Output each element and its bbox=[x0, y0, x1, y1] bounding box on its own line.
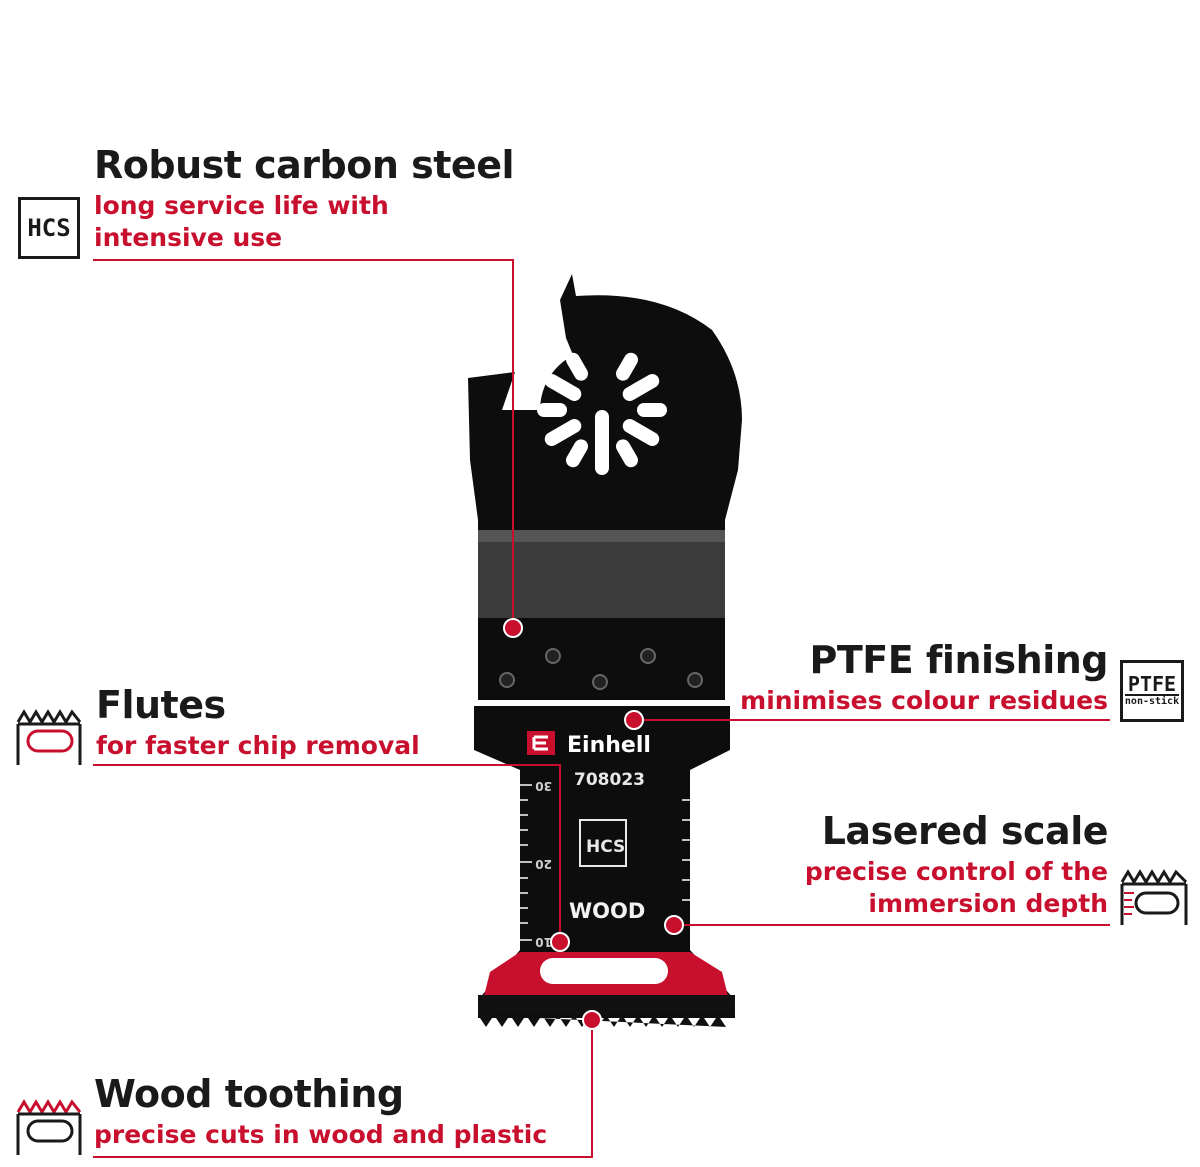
flute-symbol-icon bbox=[16, 709, 82, 765]
scale-title: Lasered scale bbox=[821, 809, 1109, 853]
flutes-title: Flutes bbox=[96, 683, 226, 727]
article-number: 708023 bbox=[574, 770, 645, 790]
callout-lines bbox=[93, 259, 1110, 1158]
saw-teeth bbox=[478, 1015, 727, 1027]
rivet-row bbox=[499, 648, 703, 690]
lasered-scale-ticks bbox=[520, 784, 690, 941]
blade-application: WOOD bbox=[569, 899, 645, 923]
flutes-subtitle: for faster chip removal bbox=[96, 731, 420, 760]
scale-line1: precise control of the bbox=[804, 857, 1108, 886]
blade-shaft bbox=[474, 706, 735, 1018]
callout-dots bbox=[503, 618, 684, 1030]
blade-gloss-band bbox=[478, 530, 725, 618]
scale-line2: immersion depth bbox=[868, 889, 1108, 918]
blade-hcs-box bbox=[579, 819, 627, 867]
toothing-title: Wood toothing bbox=[94, 1072, 404, 1116]
ptfe-title: PTFE finishing bbox=[809, 638, 1108, 682]
toothing-subtitle: precise cuts in wood and plastic bbox=[94, 1120, 548, 1149]
scale-mark-30: 30 bbox=[535, 779, 552, 793]
scale-symbol-icon bbox=[1120, 869, 1188, 925]
ptfe-subtitle: minimises colour residues bbox=[740, 686, 1108, 715]
scale-mark-20: 20 bbox=[535, 857, 552, 871]
hcs-badge-icon: HCS bbox=[18, 197, 80, 259]
carbon-title: Robust carbon steel bbox=[94, 143, 515, 187]
hcs-badge-text: HCS bbox=[27, 214, 71, 242]
mount-star-icon bbox=[537, 352, 667, 475]
toothing-symbol-icon bbox=[16, 1099, 82, 1155]
carbon-line1: long service life with bbox=[94, 191, 389, 220]
blade-hcs-mark: HCS bbox=[586, 837, 625, 857]
brand-name: Einhell bbox=[567, 733, 651, 758]
scale-mark-10: 10 bbox=[535, 935, 552, 949]
chip-flute-slot bbox=[540, 958, 668, 984]
ptfe-badge-main: PTFE bbox=[1127, 672, 1177, 696]
carbon-line2: intensive use bbox=[94, 223, 283, 252]
ptfe-badge-sub: non-stick bbox=[1124, 694, 1180, 707]
ptfe-badge-icon: PTFE non-stick bbox=[1120, 660, 1184, 722]
